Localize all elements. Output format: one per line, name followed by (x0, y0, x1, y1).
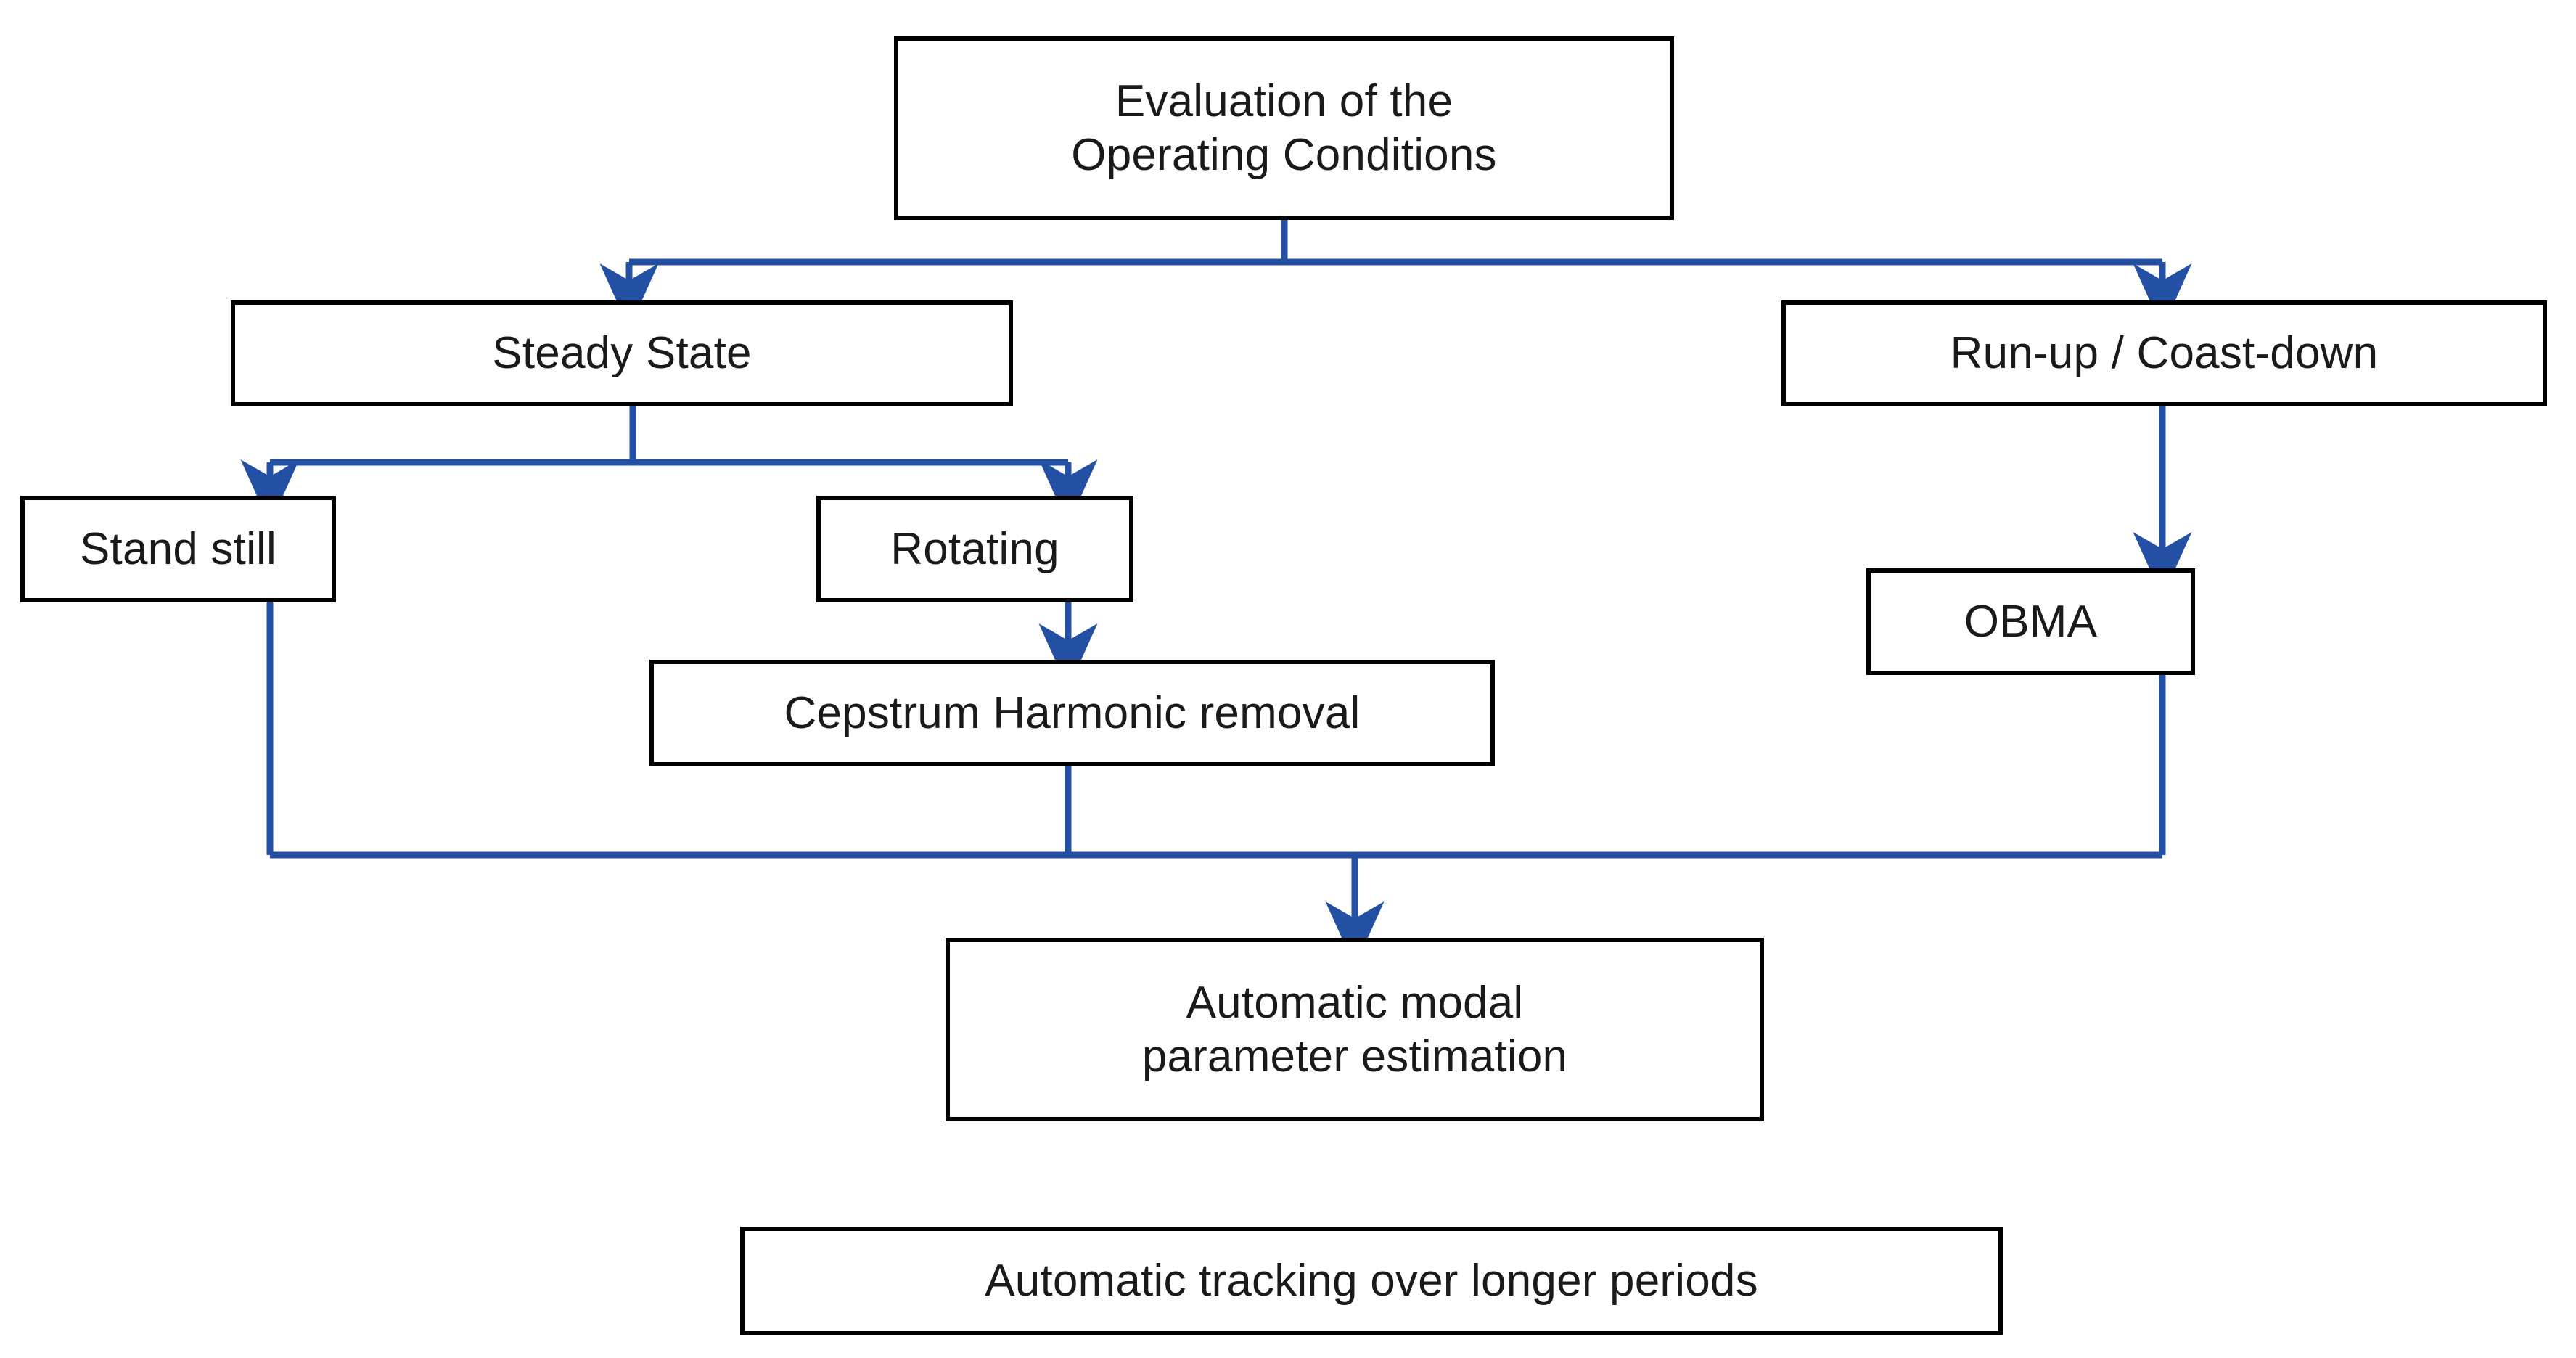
node-stand-still[interactable]: Stand still (20, 496, 336, 602)
node-run-up-coast-down[interactable]: Run-up / Coast-down (1781, 300, 2547, 406)
node-automatic-modal-parameter-estimation[interactable]: Automatic modal parameter estimation (946, 938, 1764, 1121)
node-obma[interactable]: OBMA (1866, 568, 2195, 675)
edge-steady-state-split (240, 406, 1098, 525)
node-automatic-tracking-over-longer-periods[interactable]: Automatic tracking over longer periods (740, 1227, 2003, 1335)
node-cepstrum-harmonic-removal[interactable]: Cepstrum Harmonic removal (649, 660, 1495, 766)
node-steady-state[interactable]: Steady State (231, 300, 1013, 406)
edge-evaluation-split (599, 220, 2192, 329)
node-rotating[interactable]: Rotating (816, 496, 1133, 602)
node-evaluation[interactable]: Evaluation of the Operating Conditions (894, 36, 1674, 220)
